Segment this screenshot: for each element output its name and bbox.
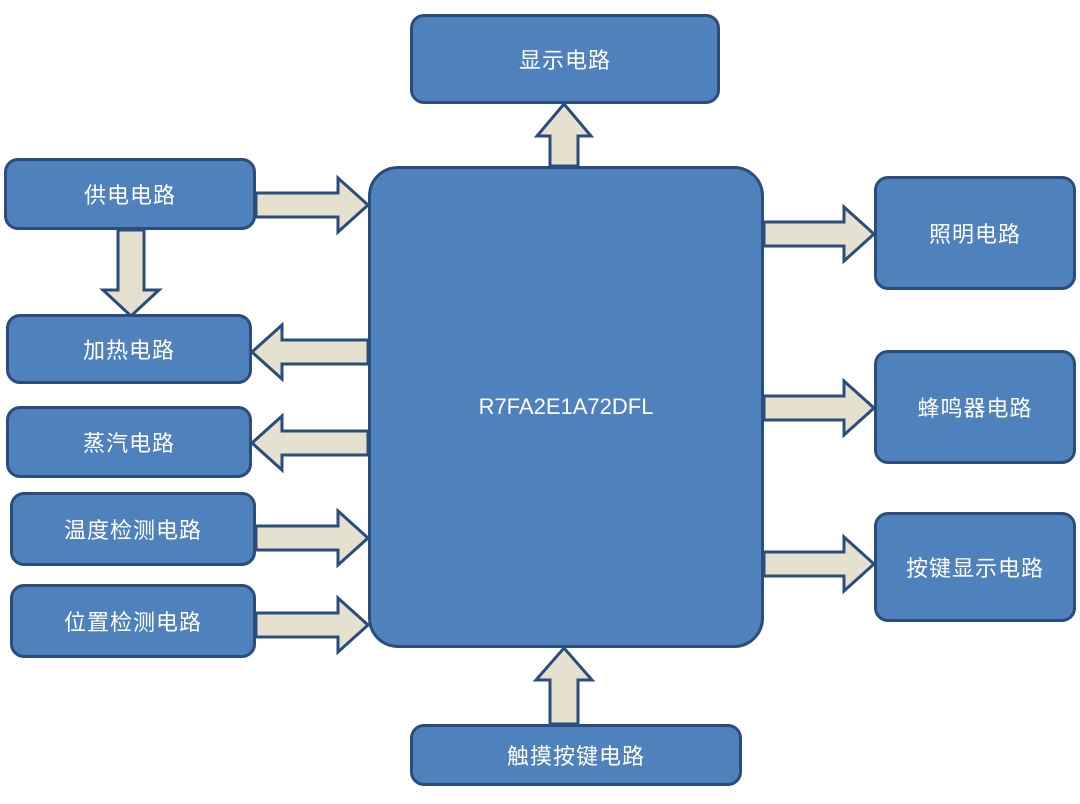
steam-circuit-label: 蒸汽电路 bbox=[82, 432, 175, 457]
position-detection-block: 位置检测电路 bbox=[10, 584, 256, 658]
lighting-circuit-label: 照明电路 bbox=[928, 223, 1021, 248]
position-detection-label: 位置检测电路 bbox=[63, 611, 202, 636]
arrow-mcu-to-steam bbox=[249, 412, 370, 474]
steam-circuit-block: 蒸汽电路 bbox=[6, 406, 252, 478]
arrow-mcu-to-buzzer bbox=[762, 377, 877, 439]
heating-circuit-block: 加热电路 bbox=[6, 314, 252, 384]
arrow-mcu-to-heating bbox=[249, 321, 370, 383]
touch-key-circuit-label: 触摸按键电路 bbox=[506, 745, 645, 770]
key-display-circuit-label: 按键显示电路 bbox=[905, 557, 1044, 582]
buzzer-circuit-label: 蜂鸣器电路 bbox=[917, 397, 1033, 422]
power-circuit-label: 供电电路 bbox=[83, 184, 176, 209]
arrow-mcu-to-display bbox=[533, 101, 595, 168]
key-display-circuit-block: 按键显示电路 bbox=[874, 512, 1076, 622]
arrow-power-to-heating bbox=[99, 228, 163, 319]
arrow-power-to-mcu bbox=[254, 174, 371, 236]
arrow-pos-to-mcu bbox=[254, 594, 371, 656]
arrow-mcu-to-lighting bbox=[762, 203, 877, 265]
temperature-detection-block: 温度检测电路 bbox=[10, 492, 256, 566]
display-circuit-label: 显示电路 bbox=[518, 49, 611, 74]
mcu-block: R7FA2E1A72DFL bbox=[368, 166, 764, 648]
buzzer-circuit-block: 蜂鸣器电路 bbox=[874, 350, 1076, 464]
arrow-mcu-to-keydisplay bbox=[762, 533, 877, 595]
heating-circuit-label: 加热电路 bbox=[82, 339, 175, 364]
touch-key-circuit-block: 触摸按键电路 bbox=[410, 724, 742, 786]
lighting-circuit-block: 照明电路 bbox=[874, 176, 1076, 290]
display-circuit-block: 显示电路 bbox=[410, 14, 720, 104]
arrow-touch-to-mcu bbox=[532, 645, 596, 726]
mcu-label: R7FA2E1A72DFL bbox=[478, 394, 654, 419]
temperature-detection-label: 温度检测电路 bbox=[63, 519, 202, 544]
arrow-temp-to-mcu bbox=[254, 507, 371, 569]
power-circuit-block: 供电电路 bbox=[4, 158, 256, 230]
